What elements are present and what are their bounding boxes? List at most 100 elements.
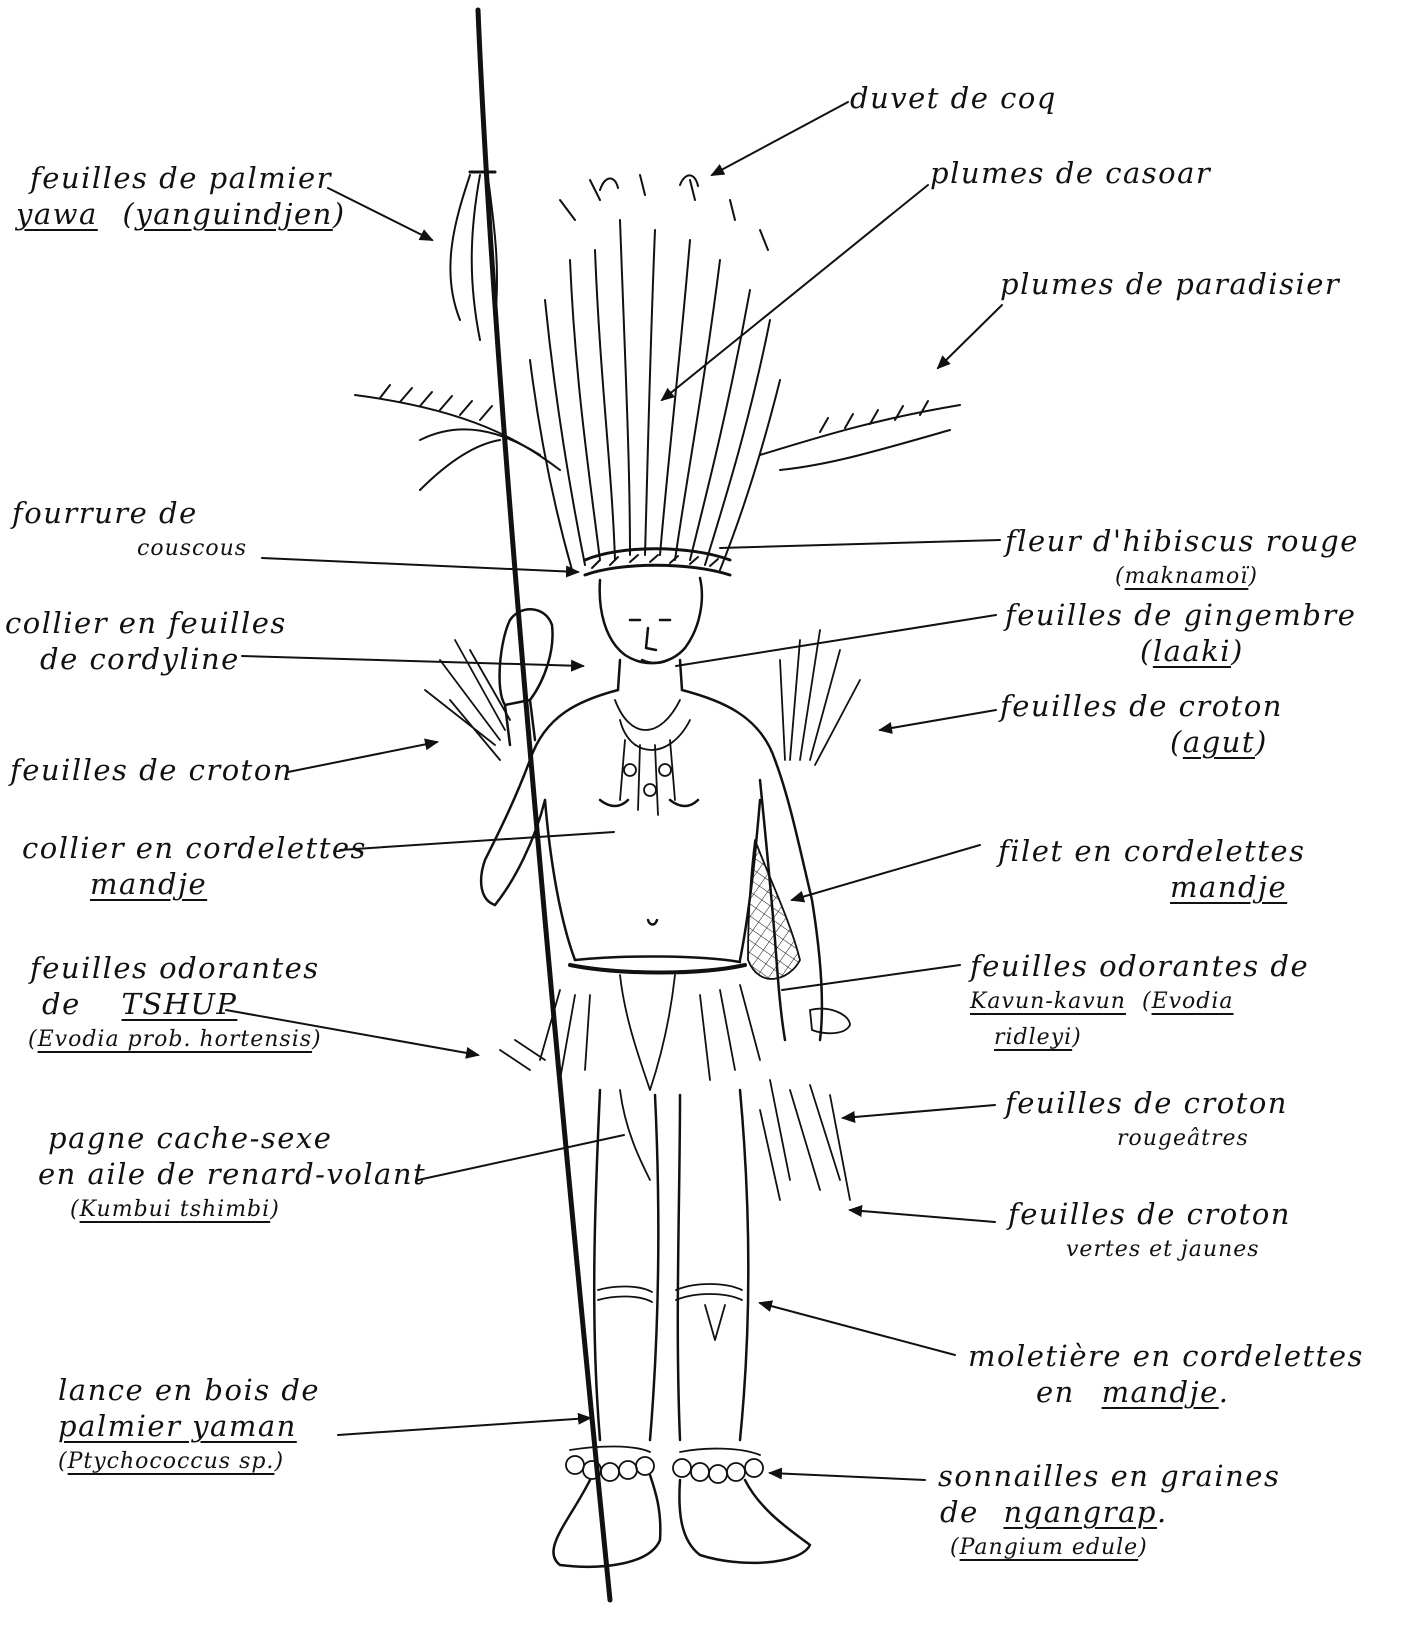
paren-close: ) <box>1255 725 1268 759</box>
figure-body <box>481 578 822 1567</box>
paren-close: ) <box>274 1449 284 1474</box>
paren-close: ) <box>1138 1535 1148 1560</box>
label-croton-vertes: feuilles de croton vertes et jaunes <box>1008 1196 1291 1268</box>
label-kavun-line3: ridleyi) <box>994 1020 1309 1056</box>
paren-open: ( <box>1170 725 1183 759</box>
label-palmier-line2: yawa (yanguindjen) <box>16 196 346 232</box>
label-collier-mandje: collier en cordelettes mandje <box>22 830 367 902</box>
label-feuilles-croton-agut: feuilles de croton (agut) <box>1000 688 1283 760</box>
label-sonnailles-line1: sonnailles en graines <box>938 1458 1280 1494</box>
term-mandje: mandje <box>1170 870 1287 904</box>
label-lance-line3: (Ptychococcus sp.) <box>58 1444 320 1480</box>
term-yanguindjen: yanguindjen <box>135 197 332 231</box>
label-vertes-line2: vertes et jaunes <box>1066 1232 1291 1268</box>
label-duvet-de-coq: duvet de coq <box>850 80 1057 116</box>
paren-open: ( <box>70 1197 80 1222</box>
label-feuilles-gingembre: feuilles de gingembre (laaki) <box>1005 597 1356 669</box>
label-pagne-line2: en aile de renard-volant <box>38 1156 426 1192</box>
label-lance-line2: palmier yaman <box>58 1408 320 1444</box>
paren-open: ( <box>28 1027 38 1052</box>
label-plumes-casoar: plumes de casoar <box>930 155 1211 191</box>
label-fourrure-couscous: fourrure de couscous <box>12 495 247 567</box>
paren-open: ( <box>1115 564 1125 589</box>
label-collier-cordyline: collier en feuilles de cordyline <box>5 605 287 677</box>
label-casoar-text: plumes de casoar <box>930 155 1211 191</box>
label-vertes-line1: feuilles de croton <box>1008 1196 1291 1232</box>
label-feuilles-kavun: feuilles odorantes de Kavun-kavun (Evodi… <box>970 948 1309 1056</box>
word-de: de <box>42 987 81 1021</box>
term-pangium-edule: Pangium edule <box>960 1535 1139 1560</box>
label-moletiere-line2: en mandje. <box>1036 1374 1364 1410</box>
headdress <box>355 175 960 575</box>
term-kavun-kavun: Kavun-kavun <box>970 989 1126 1014</box>
paren-close: ) <box>270 1197 280 1222</box>
label-lance-line1: lance en bois de <box>58 1372 320 1408</box>
label-croton-rougeatres: feuilles de croton rougeâtres <box>1005 1085 1288 1157</box>
label-croton-left-text: feuilles de croton <box>10 752 293 788</box>
label-kavun-line1: feuilles odorantes de <box>970 948 1309 984</box>
period: . <box>1219 1375 1230 1409</box>
spear <box>450 10 610 1600</box>
paren-close: ) <box>1072 1025 1082 1050</box>
label-gingembre-line1: feuilles de gingembre <box>1005 597 1356 633</box>
ornaments <box>425 630 860 1483</box>
label-fourrure-line1: fourrure de <box>12 495 247 531</box>
paren-open: ( <box>950 1535 960 1560</box>
label-sonnailles-line3: (Pangium edule) <box>950 1530 1280 1566</box>
paren-open: ( <box>123 197 136 231</box>
label-sonnailles: sonnailles en graines de ngangrap. (Pang… <box>938 1458 1280 1566</box>
label-cordyline-line1: collier en feuilles <box>5 605 287 641</box>
label-feuilles-tshup: feuilles odorantes de TSHUP (Evodia prob… <box>30 950 322 1058</box>
term-tshup: TSHUP <box>121 987 237 1021</box>
paren-open: ( <box>58 1449 68 1474</box>
term-mandje: mandje <box>90 867 207 901</box>
label-collier-mandje-line1: collier en cordelettes <box>22 830 367 866</box>
term-yawa: yawa <box>16 197 98 231</box>
term-mandje: mandje <box>1102 1375 1219 1409</box>
label-hibiscus-line1: fleur d'hibiscus rouge <box>1005 523 1359 559</box>
label-plumes-paradisier: plumes de paradisier <box>1000 266 1340 302</box>
label-pagne-cache-sexe: pagne cache-sexe en aile de renard-volan… <box>38 1120 426 1228</box>
label-tshup-line1: feuilles odorantes <box>30 950 322 986</box>
label-tshup-line2: de TSHUP <box>42 986 322 1022</box>
term-evodia-hortensis: Evodia prob. hortensis <box>38 1027 312 1052</box>
period: . <box>1157 1495 1168 1529</box>
label-agut-line1: feuilles de croton <box>1000 688 1283 724</box>
label-hibiscus-line2: (maknamoï) <box>1115 559 1359 595</box>
label-filet-line1: filet en cordelettes <box>998 833 1305 869</box>
label-filet-line2: mandje <box>1170 869 1305 905</box>
label-collier-mandje-line2: mandje <box>90 866 367 902</box>
paren-close: ) <box>1248 564 1258 589</box>
label-gingembre-line2: (laaki) <box>1140 633 1356 669</box>
paren-close: ) <box>312 1027 322 1052</box>
label-kavun-line2: Kavun-kavun (Evodia <box>970 984 1309 1020</box>
label-paradisier-text: plumes de paradisier <box>1000 266 1340 302</box>
term-laaki: laaki <box>1153 634 1231 668</box>
term-ridleyi: ridleyi <box>994 1025 1072 1050</box>
label-lance-bois: lance en bois de palmier yaman (Ptychoco… <box>58 1372 320 1480</box>
label-pagne-line1: pagne cache-sexe <box>48 1120 426 1156</box>
label-moletiere-line1: moletière en cordelettes <box>968 1338 1364 1374</box>
label-fourrure-line2: couscous <box>137 531 247 567</box>
label-cordyline-line2: de cordyline <box>40 641 287 677</box>
label-sonnailles-line2: de ngangrap. <box>940 1494 1280 1530</box>
label-feuilles-palmier: feuilles de palmier yawa (yanguindjen) <box>30 160 346 232</box>
paren-close: ) <box>1231 634 1244 668</box>
label-tshup-line3: (Evodia prob. hortensis) <box>28 1022 322 1058</box>
term-maknamoi: maknamoï <box>1125 564 1249 589</box>
label-rouge-line1: feuilles de croton <box>1005 1085 1288 1121</box>
term-ptychococcus: Ptychococcus sp. <box>68 1449 275 1474</box>
label-feuilles-croton-left: feuilles de croton <box>10 752 293 788</box>
leader-lines <box>226 102 1002 1480</box>
paren-open: ( <box>1142 989 1152 1014</box>
label-duvet-text: duvet de coq <box>850 80 1057 116</box>
label-agut-line2: (agut) <box>1170 724 1283 760</box>
paren-close: ) <box>333 197 346 231</box>
label-filet-cordelettes: filet en cordelettes mandje <box>998 833 1305 905</box>
term-evodia: Evodia <box>1152 989 1234 1014</box>
label-fleur-hibiscus: fleur d'hibiscus rouge (maknamoï) <box>1005 523 1359 595</box>
term-ngangrap: ngangrap <box>1003 1495 1157 1529</box>
paren-open: ( <box>1140 634 1153 668</box>
term-kumbui-tshimbi: Kumbui tshimbi <box>80 1197 271 1222</box>
